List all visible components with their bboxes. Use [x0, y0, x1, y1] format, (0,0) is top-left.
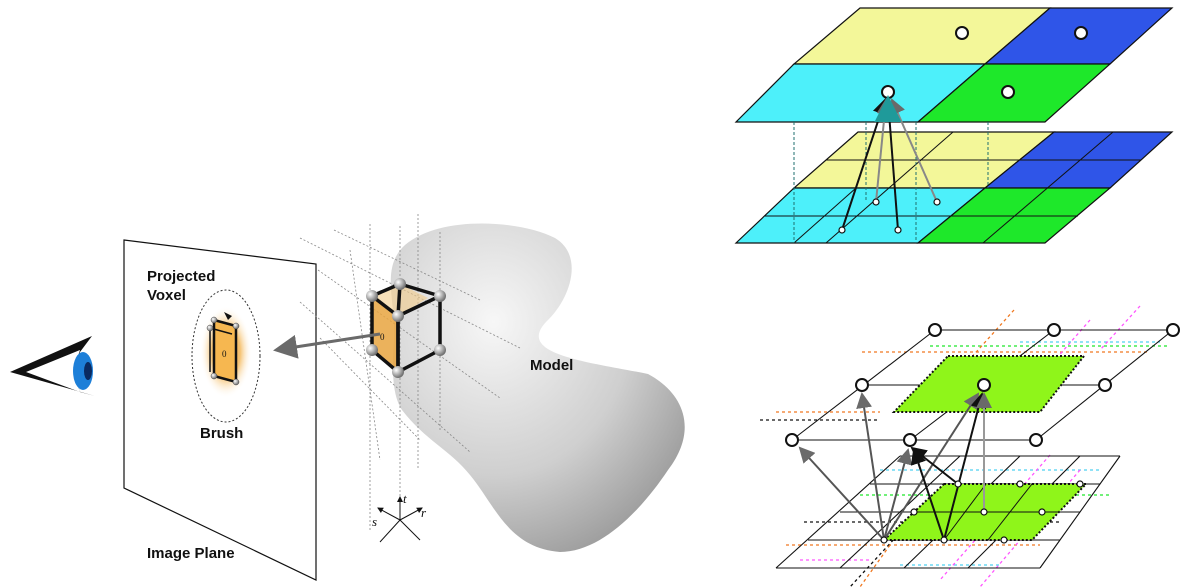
- colored-dashed-lines: [760, 305, 1170, 587]
- projected-voxel: 0: [206, 312, 240, 386]
- label-voxel: Voxel: [147, 287, 186, 304]
- upper-nodes: [785, 323, 1180, 447]
- pyramid-bottom-gridlines: [765, 131, 1141, 244]
- image-plane: [123, 239, 317, 581]
- axis-s-label: s: [372, 514, 377, 529]
- pyramid-arrows: [841, 95, 938, 231]
- pyramid-bottom-level: [734, 131, 1174, 244]
- voxel-mark: 0: [380, 332, 385, 342]
- voxel-grid-lines: [299, 214, 521, 530]
- projection-arrow: [273, 332, 381, 359]
- model-blob: [390, 223, 685, 552]
- pyramid-bottom-nodes: [838, 198, 941, 234]
- label-model: Model: [530, 357, 573, 374]
- label-image-plane: Image Plane: [147, 545, 235, 562]
- label-brush: Brush: [200, 425, 243, 442]
- axis-triad: [377, 496, 423, 543]
- pyramid-vertical-dashes: [793, 122, 989, 243]
- arrowhead-small-icon: [224, 312, 232, 320]
- axis-r-label: r: [421, 505, 427, 520]
- lower-nodes: [880, 480, 1084, 544]
- eye-icon: [10, 336, 95, 396]
- axis-t-label: t: [403, 491, 407, 506]
- voxel-cube: 0: [366, 278, 446, 378]
- brush-mark: 0: [222, 349, 227, 359]
- filter-arrows: [798, 392, 992, 541]
- label-projected: Projected: [147, 268, 215, 285]
- pyramid-top-level: [734, 7, 1174, 123]
